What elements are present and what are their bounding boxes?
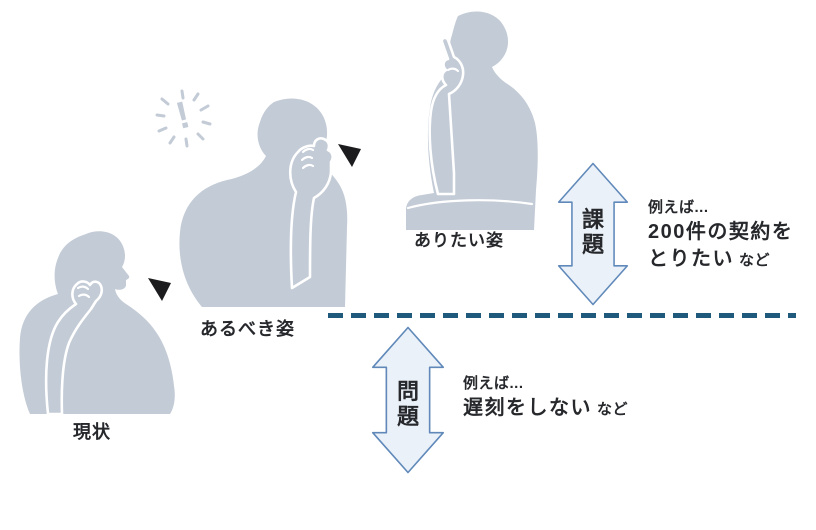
label-current-state: 現状 [73, 422, 111, 442]
challenge-example-suffix: など [739, 252, 771, 269]
left-arrowhead-icon [148, 278, 171, 301]
challenge-example-text: 例えば... 200件の契約を とりたいなど [648, 198, 793, 273]
silhouette-current-state [19, 231, 175, 416]
problem-arrow-label: 問題 [396, 379, 419, 429]
alert-sparkle-icon: ! [155, 89, 212, 148]
sparkle-exclamation-glyph: ! [172, 94, 194, 138]
challenge-example-main2: とりたい [648, 248, 734, 270]
challenge-arrow-icon [557, 162, 629, 306]
label-should-be: あるべき姿 [200, 319, 295, 339]
problem-example-suffix: など [597, 401, 629, 418]
problem-arrow-icon [371, 326, 445, 474]
label-want-to-be: ありたい姿 [414, 231, 504, 250]
silhouette-want-to-be [406, 11, 538, 230]
silhouette-should-be [179, 98, 348, 308]
challenge-example-main: 200件の契約を [648, 221, 794, 243]
left-arrowhead-icon [338, 144, 361, 167]
problem-example-main: 遅刻をしない [463, 397, 592, 419]
problem-example-intro: 例えば... [463, 375, 524, 392]
problem-example-text: 例えば... 遅刻をしないなど [463, 374, 628, 422]
dashed-divider [328, 313, 796, 318]
challenge-example-intro: 例えば... [648, 199, 709, 216]
challenge-arrow-label: 課題 [581, 207, 604, 257]
